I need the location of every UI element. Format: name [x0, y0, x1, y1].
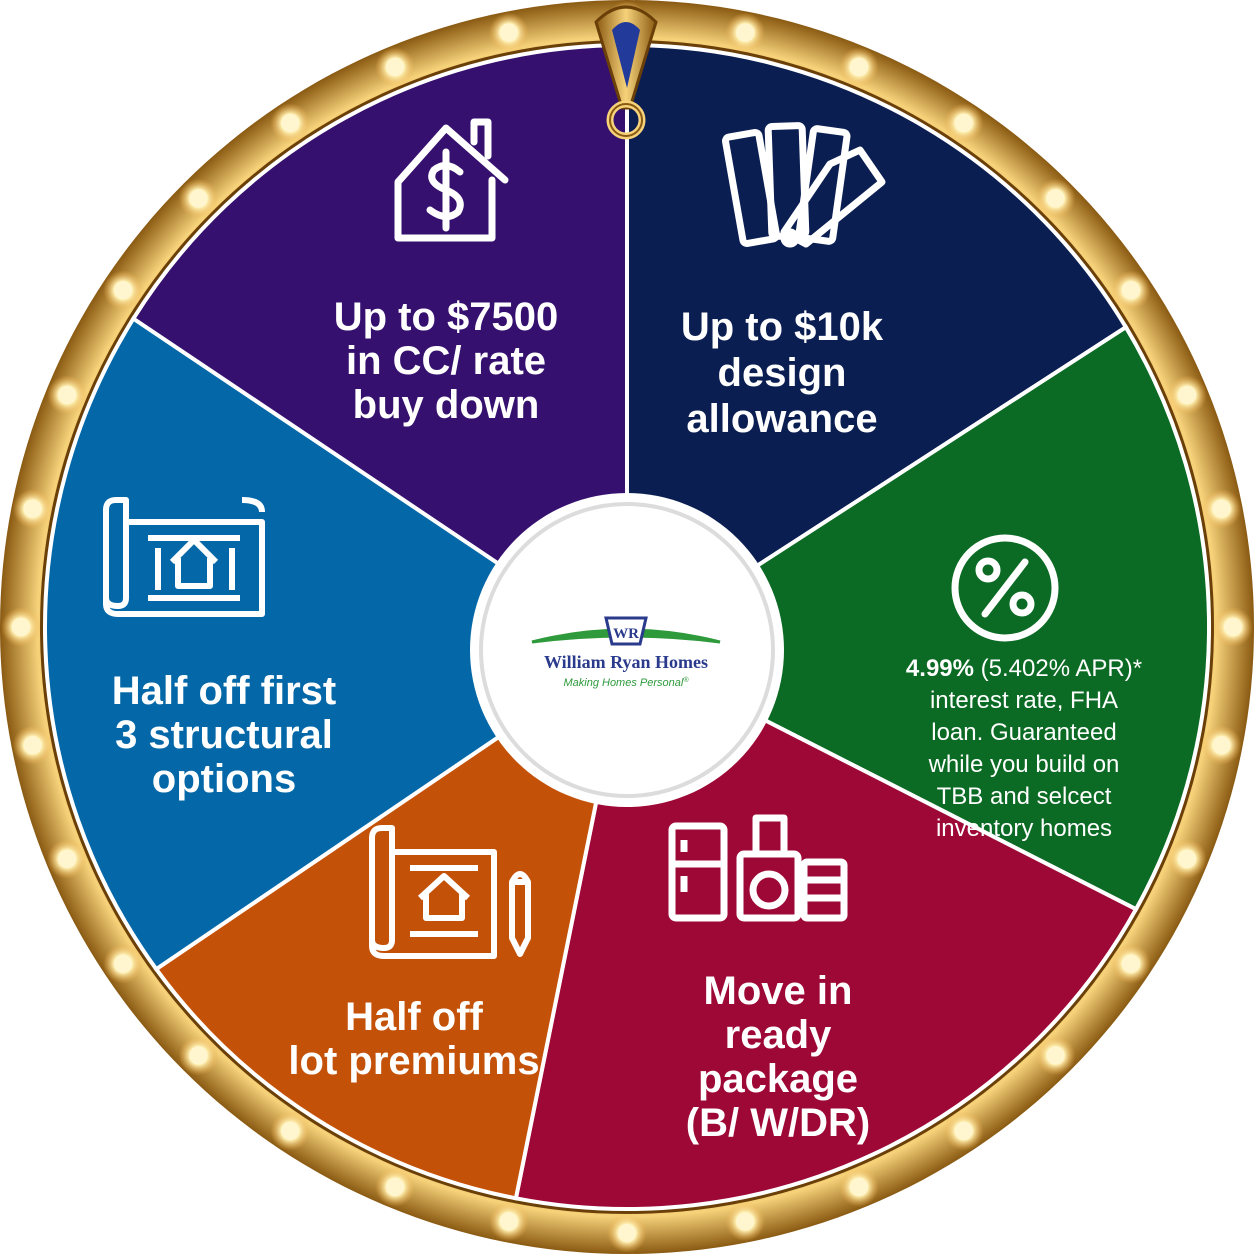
rim-bulb: [189, 189, 208, 208]
rim-bulb: [954, 114, 973, 133]
label-line: in CC/ rate: [346, 339, 546, 383]
logo-keystone-icon: [604, 616, 648, 646]
segment-interest-label: 4.99% (5.402% APR)* interest rate, FHA l…: [906, 655, 1142, 842]
rim-bulb: [849, 1177, 868, 1196]
appliances-icon: [668, 814, 848, 922]
rim-bulb: [1212, 499, 1231, 518]
rim-bulb: [58, 386, 77, 405]
rim-bulb: [1177, 849, 1196, 868]
label-line: inventory homes: [936, 815, 1112, 842]
label-line: ready: [725, 1013, 832, 1057]
rim-bulb: [849, 58, 868, 77]
label-line: 4.99% (5.402% APR)*: [906, 655, 1142, 682]
rim-bulb: [1121, 281, 1140, 300]
house-dollar-icon: [394, 118, 509, 242]
segment-lot-label: Half off lot premiums: [288, 995, 539, 1083]
rim-bulb: [1046, 189, 1065, 208]
color-swatch-icon: [722, 122, 886, 248]
label-line: lot premiums: [288, 1039, 539, 1083]
rim-bulb: [1121, 954, 1140, 973]
logo-tagline: Making Homes Personal®: [563, 676, 689, 689]
rim-bulb: [281, 114, 300, 133]
rim-bulb: [281, 1121, 300, 1140]
wheel-pointer: [594, 5, 658, 140]
blueprint-pencil-icon: [369, 825, 531, 959]
rim-bulb: [114, 281, 133, 300]
rim-bulb: [386, 1177, 405, 1196]
rim-bulb: [736, 23, 755, 42]
rim-bulb: [189, 1046, 208, 1065]
rate-highlight: 4.99%: [906, 655, 974, 682]
label-line: Up to $10k: [681, 305, 884, 349]
segment-cc-rate-label: Up to $7500 in CC/ rate buy down: [334, 295, 559, 427]
wheel-hub[interactable]: [479, 502, 775, 798]
label-line: TBB and selcect: [937, 783, 1112, 810]
rim-bulb: [386, 58, 405, 77]
segment-design-label: Up to $10k design allowance: [681, 305, 884, 441]
label-line: design: [718, 351, 847, 395]
segment-structural-label: Half off first 3 structural options: [112, 669, 336, 801]
rim-bulb: [58, 849, 77, 868]
segment-design: [622, 324, 1212, 912]
blueprint-icon: [103, 497, 265, 617]
rim-bulb: [1212, 736, 1231, 755]
logo-wordmark: William Ryan Homes: [544, 652, 708, 672]
label-line: Up to $7500: [334, 295, 559, 339]
wheel-segments: [43, 42, 1212, 1211]
label-line: Half off first: [112, 669, 336, 713]
label-line: interest rate, FHA: [930, 687, 1118, 714]
label-line: loan. Guaranteed: [931, 719, 1116, 746]
rim-bulb: [618, 1224, 636, 1242]
rim-bulb: [114, 954, 133, 973]
label-line: allowance: [686, 397, 877, 441]
rim-bulb: [12, 618, 30, 636]
label-line: package: [698, 1057, 858, 1101]
label-line: buy down: [353, 383, 540, 427]
rim-bulb: [1177, 386, 1196, 405]
segment-structural: [130, 42, 629, 654]
rim-bulb: [736, 1212, 755, 1231]
rim-bulb: [954, 1121, 973, 1140]
rim-bulb: [499, 23, 518, 42]
label-line: Half off: [345, 995, 483, 1039]
rim-bulb: [499, 1212, 518, 1231]
label-line: options: [152, 757, 296, 801]
apr-note: (5.402% APR)*: [974, 655, 1142, 682]
label-line: (B/ W/DR): [686, 1101, 870, 1145]
label-line: 3 structural: [115, 713, 333, 757]
rim-bulb: [1046, 1046, 1065, 1065]
segment-move-in-label: Move in ready package (B/ W/DR): [686, 969, 870, 1145]
segment-cc-rate: [625, 42, 1129, 654]
label-line: Move in: [704, 969, 853, 1013]
label-line: while you build on: [928, 751, 1120, 778]
rim-bulb: [23, 499, 42, 518]
rim-bulb: [23, 736, 42, 755]
logo-monogram: WR: [613, 626, 639, 642]
company-logo: WR William Ryan Homes Making Homes Perso…: [531, 616, 721, 689]
rim-bulb: [1224, 618, 1242, 636]
percent-icon: [951, 534, 1059, 642]
segment-lot: [43, 315, 631, 972]
